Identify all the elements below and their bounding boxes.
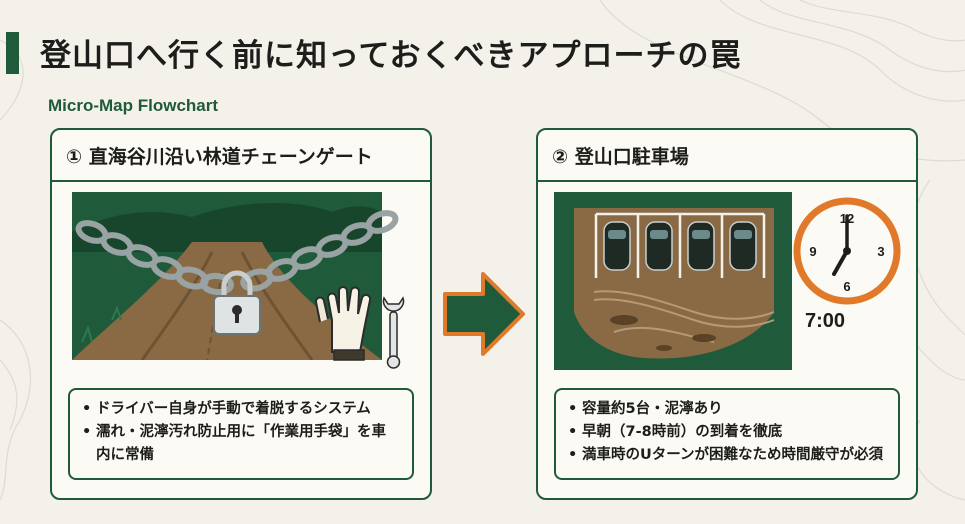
clock-number-9: 9 [809, 244, 816, 259]
work-gloves-icon [315, 286, 372, 361]
arrival-time-label: 7:00 [805, 310, 846, 332]
step2-notes: 容量約5台・泥濘あり 早朝（7-8時前）の到着を徹底 満車時のUターンが困難なた… [554, 388, 900, 480]
right-arrow-icon [443, 272, 525, 356]
step2-note: 満車時のUターンが困難なため時間厳守が必須 [568, 444, 886, 467]
step2-note: 早朝（7-8時前）の到着を徹底 [568, 421, 886, 444]
step1-note: ドライバー自身が手動で着脱するシステム [82, 398, 400, 421]
step2-title: ② 登山口駐車場 [552, 146, 689, 168]
step2-title-divider [538, 180, 916, 182]
page-subtitle: Micro-Map Flowchart [48, 96, 219, 115]
chain-icon [75, 210, 399, 296]
step2-panel: ② 登山口駐車場 [536, 128, 918, 500]
clock-number-3: 3 [877, 244, 884, 259]
clock-number-6: 6 [843, 279, 850, 294]
step2-note: 容量約5台・泥濘あり [568, 398, 886, 421]
title-accent-bar [6, 32, 19, 74]
padlock-icon [213, 270, 261, 335]
step1-panel: ① 直海谷川沿い林道チェーンゲート [50, 128, 432, 500]
chain-gate-illustration [72, 192, 405, 369]
step1-notes: ドライバー自身が手動で着脱するシステム 濡れ・泥濘汚れ防止用に「作業用手袋」を車… [68, 388, 414, 480]
wrench-icon [382, 296, 405, 369]
step1-title: ① 直海谷川沿い林道チェーンゲート [66, 146, 373, 168]
parking-lot-illustration [554, 192, 792, 370]
clock-icon: 12 3 6 9 [793, 197, 901, 305]
step1-title-divider [52, 180, 430, 182]
page-title: 登山口へ行く前に知っておくべきアプローチの罠 [40, 38, 742, 74]
step1-note: 濡れ・泥濘汚れ防止用に「作業用手袋」を車内に常備 [82, 421, 400, 467]
